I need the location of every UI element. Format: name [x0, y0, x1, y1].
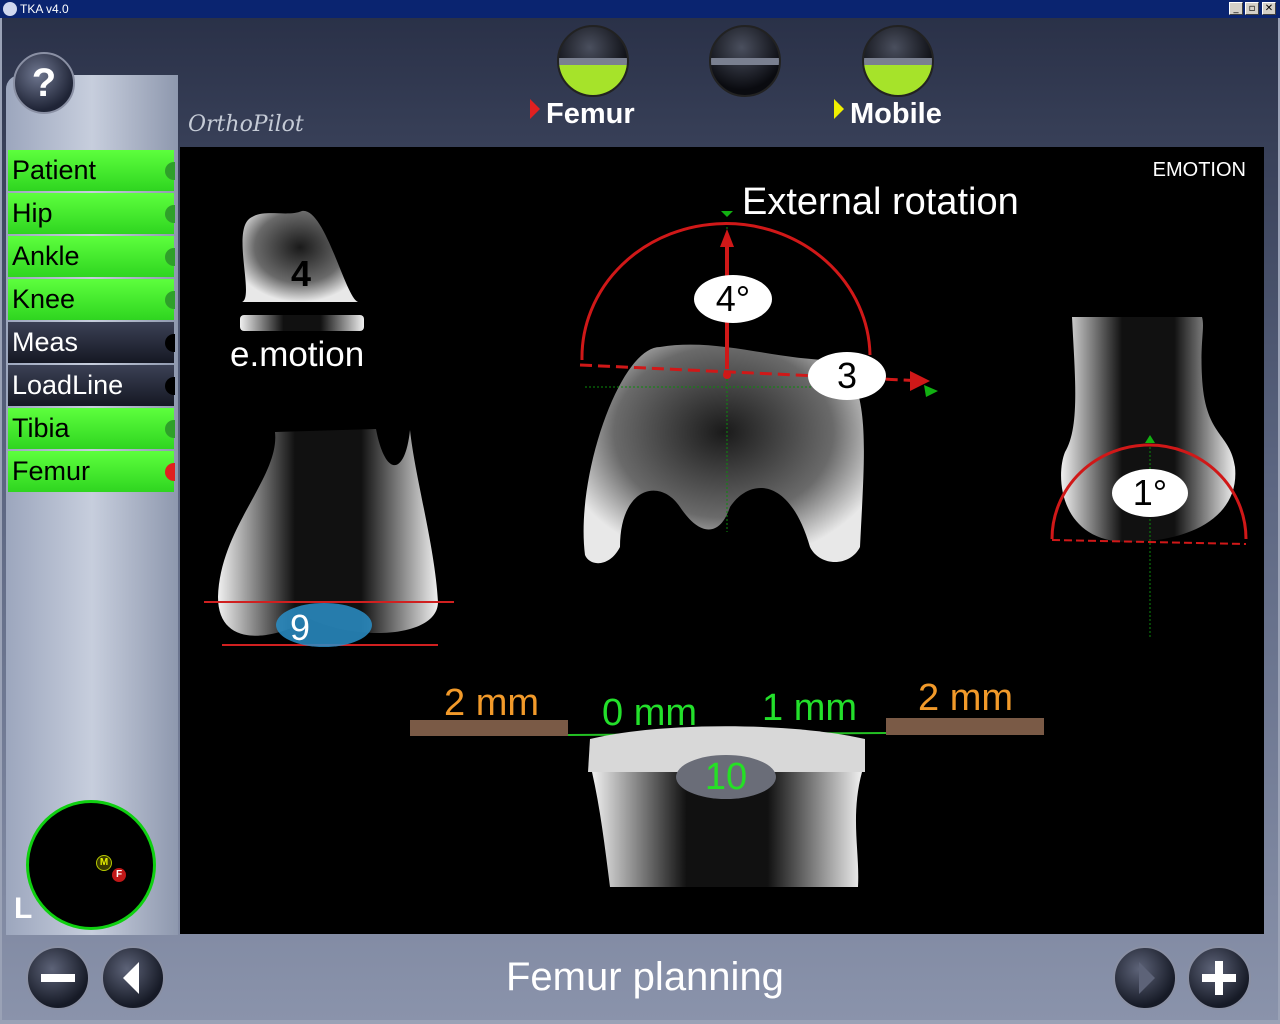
menu-item-knee[interactable]: Knee: [8, 279, 175, 320]
flexion-arc: [1050, 443, 1248, 540]
gap-lateral-extension: 2 mm: [918, 677, 1013, 719]
gap-bar-left: [410, 720, 568, 736]
minus-button[interactable]: [26, 946, 90, 1010]
planning-canvas: EMOTION External rotation 4 e.motion 4° …: [180, 147, 1264, 934]
ap-size-badge[interactable]: 3: [808, 352, 886, 400]
navigation-indicator: M F: [26, 800, 156, 930]
restore-button[interactable]: ▫: [1245, 2, 1259, 15]
orthopilot-logo: OrthoPilot: [188, 112, 304, 137]
femoral-size-label[interactable]: 4: [291, 253, 312, 294]
planning-graphics: [204, 210, 1248, 887]
gap-medial-extension: 2 mm: [444, 682, 539, 724]
marker-icon: [721, 211, 733, 217]
menu-item-meas[interactable]: Meas: [8, 322, 175, 363]
gap-lateral-flexion: 1 mm: [762, 687, 857, 729]
m-marker: M: [96, 855, 112, 871]
menu-item-hip[interactable]: Hip: [8, 193, 175, 234]
insert-thickness-label[interactable]: 9: [290, 607, 311, 648]
title-bar: TKA v4.0 _ ▫ ✕: [0, 0, 1280, 18]
implant-brand-label: EMOTION: [1152, 159, 1246, 181]
mobile-status-indicator: [862, 25, 934, 97]
status-dot: [165, 205, 175, 223]
femur-status-indicator: [557, 25, 629, 97]
menu-item-femur[interactable]: Femur: [8, 451, 175, 492]
status-dot: [165, 463, 175, 481]
blank-status-indicator: [709, 25, 781, 97]
insert-shape: [276, 603, 372, 647]
lateral-femur-view: [218, 429, 438, 636]
page-title: Femur planning: [506, 955, 784, 999]
help-button[interactable]: ?: [13, 52, 75, 114]
chevron-left-icon: [123, 962, 139, 994]
tibial-insert: [588, 726, 865, 772]
gap-medial-flexion: 0 mm: [602, 692, 697, 734]
mobile-status-label: Mobile: [834, 98, 942, 131]
workflow-menu: Patient Hip Ankle Knee Meas LoadLine Tib…: [8, 150, 175, 494]
center-point: [723, 371, 731, 379]
app-icon: [3, 2, 17, 16]
back-button[interactable]: [101, 946, 165, 1010]
flexion-angle-badge[interactable]: 1°: [1112, 469, 1188, 517]
axis-arrow-icon: [910, 371, 930, 391]
side-label: L: [14, 892, 33, 925]
marker-icon: [924, 385, 938, 397]
next-button[interactable]: [1113, 946, 1177, 1010]
plus-button[interactable]: [1187, 946, 1251, 1010]
menu-item-patient[interactable]: Patient: [8, 150, 175, 191]
implant-base-icon: [240, 315, 364, 331]
menu-item-ankle[interactable]: Ankle: [8, 236, 175, 277]
rotation-arrow-icon: [720, 229, 734, 247]
flexion-axis: [1051, 539, 1247, 545]
rotation-axis: [579, 363, 926, 383]
status-dot: [165, 248, 175, 266]
implant-name-label: e.motion: [230, 335, 365, 374]
status-dot: [165, 420, 175, 438]
tibia-bone: [592, 772, 862, 887]
f-marker: F: [112, 868, 126, 882]
external-rotation-title: External rotation: [742, 181, 1019, 223]
close-button[interactable]: ✕: [1262, 2, 1276, 15]
marker-icon: [1145, 435, 1155, 443]
plus-icon: [1202, 961, 1236, 995]
gap-bar-right: [886, 718, 1044, 735]
sagittal-femur-view: [1061, 317, 1236, 542]
tibial-size-label[interactable]: 10: [676, 755, 776, 799]
status-dot: [165, 377, 175, 395]
status-dot: [165, 334, 175, 352]
status-dot: [165, 162, 175, 180]
minus-icon: [41, 974, 75, 982]
rotation-angle-badge[interactable]: 4°: [694, 275, 772, 323]
chevron-right-icon: [1139, 962, 1155, 994]
rotation-arc: [580, 222, 872, 361]
femur-status-label: Femur: [530, 98, 635, 131]
minimize-button[interactable]: _: [1229, 2, 1243, 15]
femoral-implant-icon: [242, 210, 358, 302]
status-dot: [165, 291, 175, 309]
menu-item-tibia[interactable]: Tibia: [8, 408, 175, 449]
window-title: TKA v4.0: [20, 2, 69, 16]
menu-item-loadline[interactable]: LoadLine: [8, 365, 175, 406]
ap-femur-view: [583, 344, 864, 564]
